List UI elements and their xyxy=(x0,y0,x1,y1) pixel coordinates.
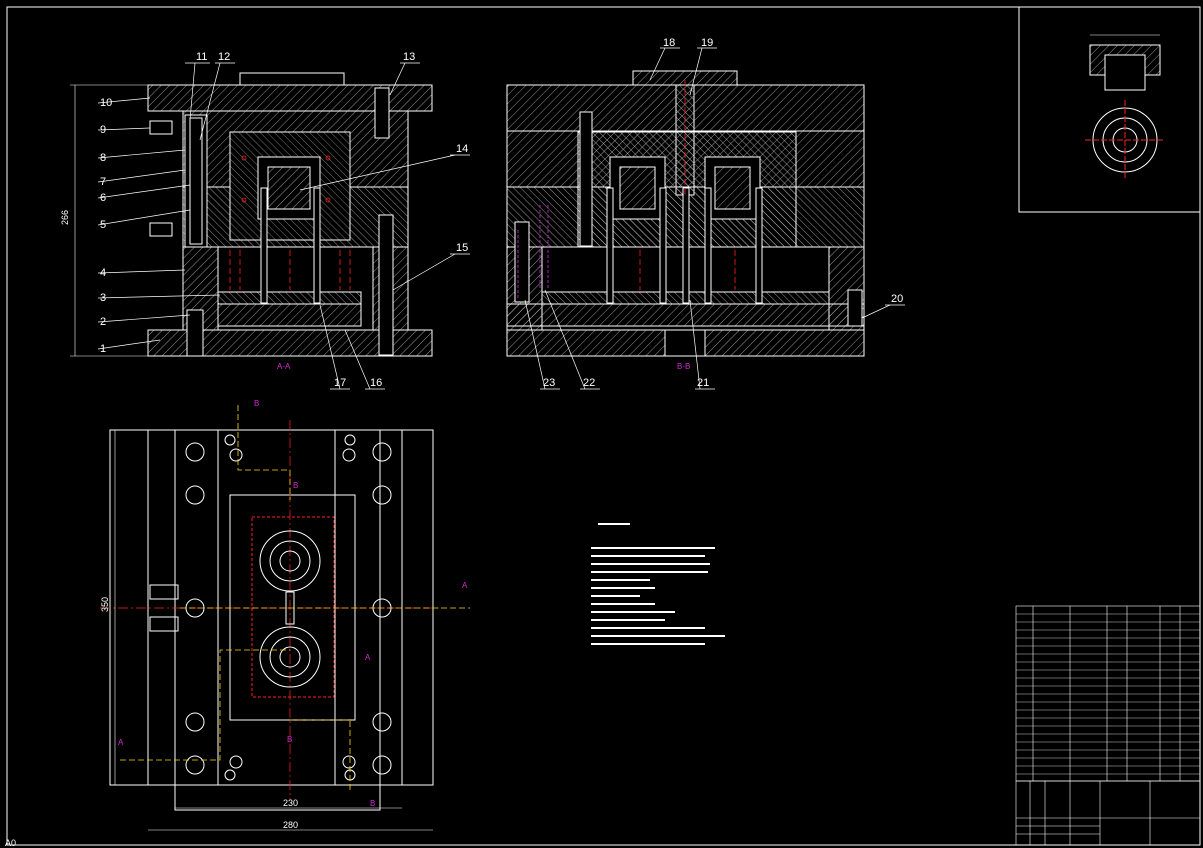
svg-text:B: B xyxy=(293,481,298,490)
callout-5: 5 xyxy=(100,219,106,231)
callout-9: 9 xyxy=(100,124,106,136)
svg-text:B: B xyxy=(254,399,259,408)
callout-23: 23 xyxy=(543,377,555,389)
callout-21: 21 xyxy=(697,377,709,389)
callout-7: 7 xyxy=(100,176,106,188)
callout-13: 13 xyxy=(403,51,415,63)
svg-text:B: B xyxy=(287,735,292,744)
right-callout-numbers: 18 19 20 21 22 23 xyxy=(543,37,903,389)
callout-8: 8 xyxy=(100,152,106,164)
height-dimension: 266 xyxy=(60,210,70,225)
svg-text:A: A xyxy=(118,738,124,747)
section-a-label: A-A xyxy=(277,362,291,371)
section-b-label: B-B xyxy=(677,362,690,371)
callout-16: 16 xyxy=(370,377,382,389)
bill-of-materials xyxy=(1015,605,1201,782)
ejector-retainer xyxy=(217,291,362,305)
detail-box xyxy=(1018,6,1201,213)
callout-3: 3 xyxy=(100,292,106,304)
corner-text: A0 xyxy=(5,838,16,848)
svg-text:B: B xyxy=(370,799,375,808)
plan-width-inner: 230 xyxy=(283,798,298,808)
callout-1: 1 xyxy=(100,343,106,355)
section-markers: B B B B A A A xyxy=(118,399,468,808)
svg-text:A: A xyxy=(365,653,371,662)
callout-18: 18 xyxy=(663,37,675,49)
ejector-plate xyxy=(217,303,362,327)
callout-15: 15 xyxy=(456,242,468,254)
section-a-view: 266 xyxy=(60,72,433,357)
callout-22: 22 xyxy=(583,377,595,389)
left-callout-numbers: 1 2 3 4 5 6 7 8 9 10 11 12 13 14 15 16 1… xyxy=(100,51,468,389)
sheet-border xyxy=(6,6,1201,846)
callout-10: 10 xyxy=(100,97,112,109)
left-callouts xyxy=(97,62,470,390)
b-top-plate xyxy=(506,84,865,132)
plan-view xyxy=(100,405,470,831)
callout-12: 12 xyxy=(218,51,230,63)
section-b-view xyxy=(506,70,865,357)
bom-rows xyxy=(1016,613,1200,775)
callout-4: 4 xyxy=(100,267,106,279)
technical-notes xyxy=(591,523,725,645)
svg-text:A: A xyxy=(462,581,468,590)
callout-17: 17 xyxy=(334,377,346,389)
part-detail xyxy=(1085,34,1165,180)
callout-19: 19 xyxy=(701,37,713,49)
callout-2: 2 xyxy=(100,316,106,328)
callout-20: 20 xyxy=(891,293,903,305)
callout-11: 11 xyxy=(196,51,207,63)
title-block xyxy=(1015,780,1201,846)
callout-6: 6 xyxy=(100,192,106,204)
plan-width-outer: 280 xyxy=(283,820,298,830)
callout-14: 14 xyxy=(456,143,468,155)
plan-height: 350 xyxy=(100,597,110,612)
right-callouts xyxy=(524,47,905,390)
